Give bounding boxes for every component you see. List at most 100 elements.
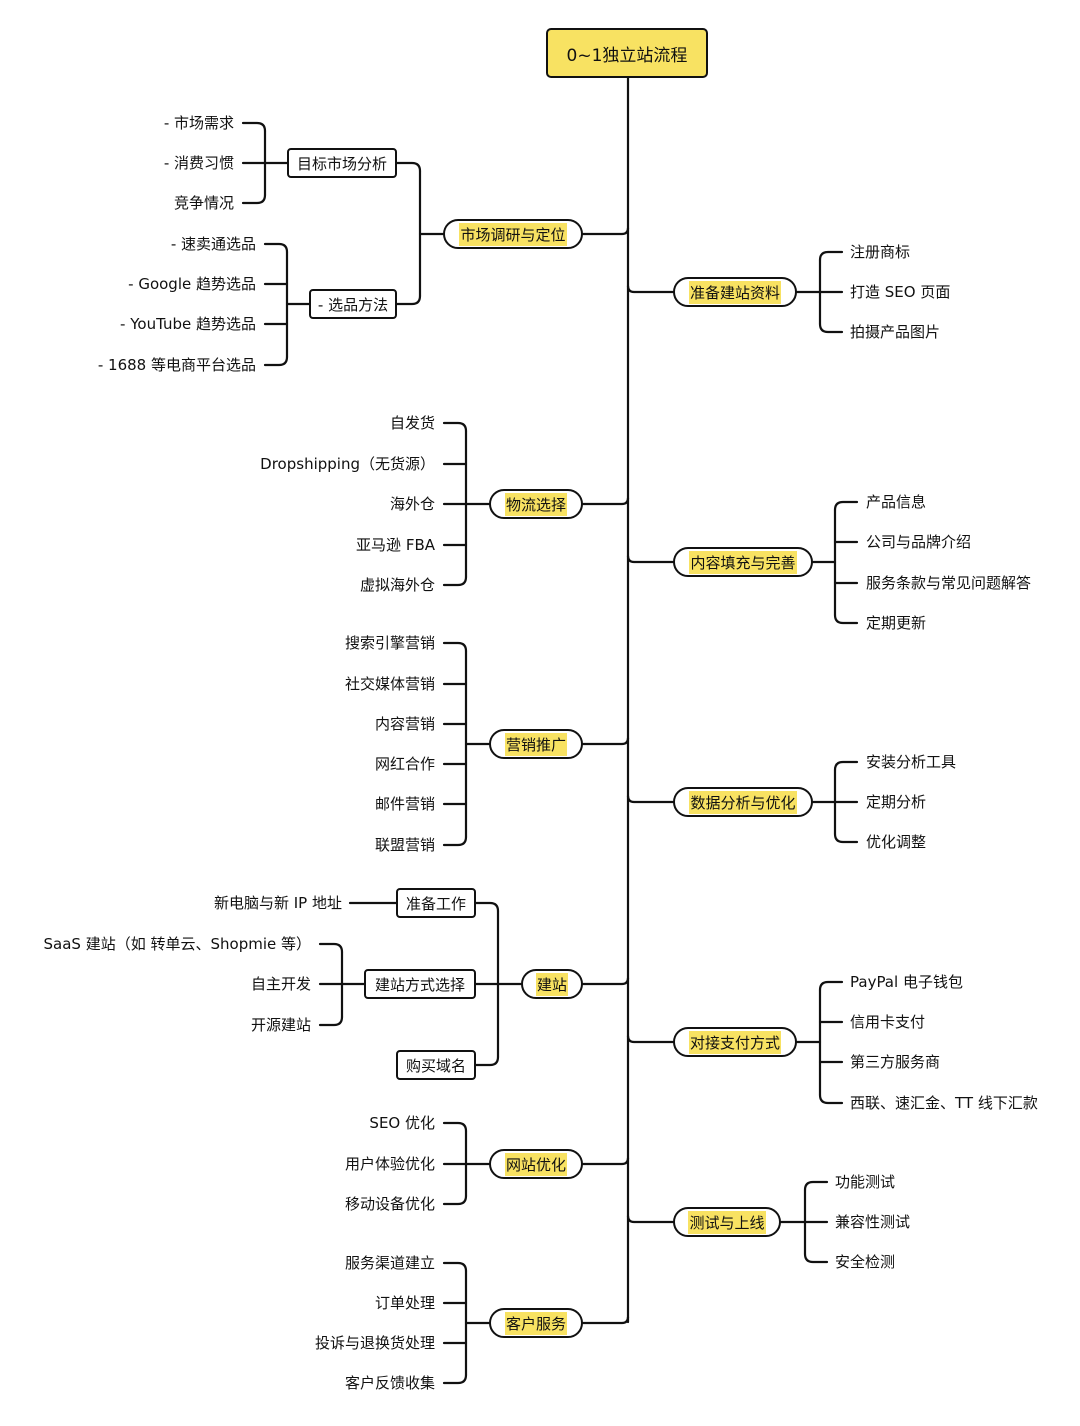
branch-marketing[interactable]: 营销推广 xyxy=(489,729,583,759)
leaf-text: 服务渠道建立 xyxy=(344,1254,435,1272)
leaf-text: 西联、速汇金、TT 线下汇款 xyxy=(850,1094,1038,1112)
sub-label: 建站方式选择 xyxy=(374,975,465,994)
prepare-leaves-arm xyxy=(818,322,844,334)
sub-label: 目标市场分析 xyxy=(297,154,388,173)
leaf-text: 订单处理 xyxy=(374,1294,435,1312)
leaf-text: 联盟营销 xyxy=(374,836,435,854)
leaf-text: - 速卖通选品 xyxy=(170,235,256,253)
market-subs-arm xyxy=(395,161,422,173)
branch-content-fill[interactable]: 内容填充与完善 xyxy=(673,547,813,577)
leaf-text: 用户体验优化 xyxy=(344,1155,435,1173)
leaf-text: 打造 SEO 页面 xyxy=(850,283,951,301)
leaf-text: 信用卡支付 xyxy=(850,1013,926,1031)
logistics-leaves-arm xyxy=(442,575,468,587)
branch-label: 内容填充与完善 xyxy=(689,550,797,574)
payment-leaves-arm xyxy=(818,980,844,992)
leaf-text: SaaS 建站（如 转单云、Shopmie 等） xyxy=(43,935,311,953)
sub-preparation[interactable]: 准备工作 xyxy=(396,888,476,918)
method-leaves-arm xyxy=(318,1015,344,1027)
branch-hook xyxy=(581,226,630,236)
leaf-text: 拍摄产品图片 xyxy=(850,323,941,341)
leaf-text: SEO 优化 xyxy=(369,1114,435,1132)
optimize-leaves-arm xyxy=(442,1121,468,1133)
leaf-text: 网红合作 xyxy=(374,755,435,773)
service-leaves-arm xyxy=(442,1261,468,1273)
branch-hook xyxy=(581,976,630,986)
leaf-text: 邮件营销 xyxy=(374,795,435,813)
sub-buy-domain[interactable]: 购买域名 xyxy=(396,1050,476,1080)
branch-label: 测试与上线 xyxy=(688,1210,766,1234)
leaf-text: 定期分析 xyxy=(866,793,927,811)
leaf-text: - 消费习惯 xyxy=(163,154,234,172)
root-node[interactable]: 0~1独立站流程 xyxy=(546,28,708,78)
branch-label: 对接支付方式 xyxy=(688,1030,781,1054)
root-label: 0~1独立站流程 xyxy=(566,45,688,66)
leaf-text: Dropshipping（无货源） xyxy=(260,455,435,473)
leaf-text: PayPal 电子钱包 xyxy=(850,973,963,991)
build-subs-arm xyxy=(474,901,500,913)
leaf-text: 客户反馈收集 xyxy=(344,1374,435,1392)
leaf-text: 竞争情况 xyxy=(173,194,234,212)
prepare-leaves-arm xyxy=(818,250,844,262)
branch-label: 建站 xyxy=(535,972,568,996)
leaf-text: 第三方服务商 xyxy=(850,1053,941,1071)
branch-prepare-materials[interactable]: 准备建站资料 xyxy=(673,277,797,307)
branch-data-analysis[interactable]: 数据分析与优化 xyxy=(673,787,813,817)
sub-selection-method[interactable]: - 选品方法 xyxy=(309,289,397,319)
branch-hook xyxy=(626,284,675,294)
leaf-text: - 市场需求 xyxy=(163,114,234,132)
branch-hook xyxy=(626,794,675,804)
logistics-leaves-arm xyxy=(442,421,468,433)
target-leaves-arm xyxy=(241,193,267,205)
leaf-text: 安装分析工具 xyxy=(866,753,957,771)
data-leaves-arm xyxy=(833,760,859,772)
testing-leaves-arm xyxy=(803,1180,829,1192)
sub-label: - 选品方法 xyxy=(317,295,389,314)
branch-build-site[interactable]: 建站 xyxy=(521,969,583,999)
sub-target-market[interactable]: 目标市场分析 xyxy=(287,148,397,178)
leaf-text: 搜索引擎营销 xyxy=(344,634,435,652)
marketing-leaves-arm xyxy=(442,641,468,653)
sub-label: 准备工作 xyxy=(406,894,467,913)
branch-hook xyxy=(626,554,675,564)
sub-label: 购买域名 xyxy=(406,1056,467,1075)
branch-label: 物流选择 xyxy=(504,492,567,516)
sub-build-method[interactable]: 建站方式选择 xyxy=(364,969,476,999)
branch-label: 网站优化 xyxy=(504,1152,567,1176)
branch-market-research[interactable]: 市场调研与定位 xyxy=(443,219,583,249)
leaf-text: 自发货 xyxy=(389,414,435,432)
branch-payment[interactable]: 对接支付方式 xyxy=(673,1027,797,1057)
leaf-text: 开源建站 xyxy=(250,1016,311,1034)
branch-logistics[interactable]: 物流选择 xyxy=(489,489,583,519)
method-leaves-arm xyxy=(318,942,344,954)
leaf-text: 安全检测 xyxy=(835,1253,896,1271)
branch-hook xyxy=(626,1214,675,1224)
leaf-text: 服务条款与常见问题解答 xyxy=(866,574,1032,592)
leaf-text: 新电脑与新 IP 地址 xyxy=(213,894,342,912)
testing-leaves-arm xyxy=(803,1252,829,1264)
branch-label: 市场调研与定位 xyxy=(459,222,567,246)
branch-testing-launch[interactable]: 测试与上线 xyxy=(673,1207,781,1237)
leaf-text: 移动设备优化 xyxy=(344,1195,435,1213)
branch-label: 数据分析与优化 xyxy=(689,790,797,814)
content-leaves-arm xyxy=(833,613,859,625)
build-subs-arm xyxy=(474,1055,500,1067)
branch-hook xyxy=(581,496,630,506)
branch-customer-service[interactable]: 客户服务 xyxy=(489,1308,583,1338)
data-leaves-arm xyxy=(833,832,859,844)
leaf-text: 海外仓 xyxy=(389,495,435,513)
leaf-text: 社交媒体营销 xyxy=(344,675,435,693)
branch-site-optimization[interactable]: 网站优化 xyxy=(489,1149,583,1179)
optimize-leaves-arm xyxy=(442,1194,468,1206)
branch-label: 营销推广 xyxy=(504,732,567,756)
leaf-text: - YouTube 趋势选品 xyxy=(120,315,256,333)
leaf-text: - 1688 等电商平台选品 xyxy=(97,356,256,374)
branch-hook xyxy=(581,1156,630,1166)
marketing-leaves-arm xyxy=(442,835,468,847)
leaf-text: 自主开发 xyxy=(250,975,311,993)
target-leaves-arm xyxy=(241,121,267,133)
content-leaves-arm xyxy=(833,500,859,512)
leaf-text: 虚拟海外仓 xyxy=(359,576,435,594)
